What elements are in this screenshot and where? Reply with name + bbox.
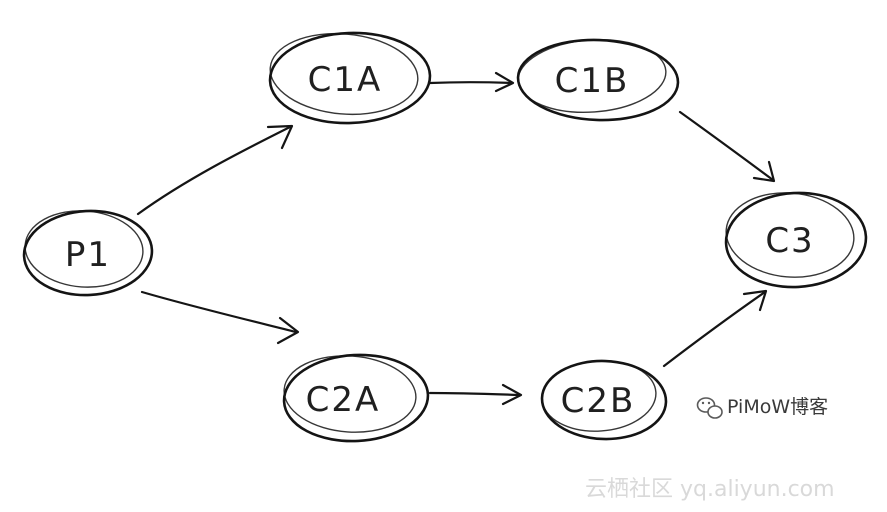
node-p1: P1 bbox=[22, 209, 154, 297]
edge-c2b-c3 bbox=[662, 289, 768, 368]
node-label-c3: C3 bbox=[765, 221, 814, 261]
node-label-c2a: C2A bbox=[306, 380, 381, 420]
node-label-c1b: C1B bbox=[555, 61, 630, 101]
watermark-site: 云栖社区 yq.aliyun.com bbox=[585, 477, 835, 502]
node-label-p1: P1 bbox=[65, 235, 111, 275]
edge-p1-c1a bbox=[136, 124, 294, 216]
watermark-blog-text: PiMoW博客 bbox=[727, 396, 828, 418]
edge-p1-c2a bbox=[140, 290, 300, 345]
edge-c2a-c2b bbox=[428, 383, 523, 406]
node-c2a: C2A bbox=[282, 353, 430, 443]
node-c1a: C1A bbox=[268, 31, 432, 125]
node-c2b: C2B bbox=[540, 359, 668, 441]
node-label-c2b: C2B bbox=[561, 381, 636, 421]
watermark-blog: PiMoW博客 bbox=[696, 396, 828, 419]
edge-c1a-c1b bbox=[428, 71, 515, 93]
node-c1b: C1B bbox=[516, 38, 680, 122]
node-label-c1a: C1A bbox=[308, 60, 383, 100]
edge-c1b-c3 bbox=[678, 110, 776, 183]
wechat-icon bbox=[696, 397, 723, 419]
node-c3: C3 bbox=[724, 191, 868, 289]
